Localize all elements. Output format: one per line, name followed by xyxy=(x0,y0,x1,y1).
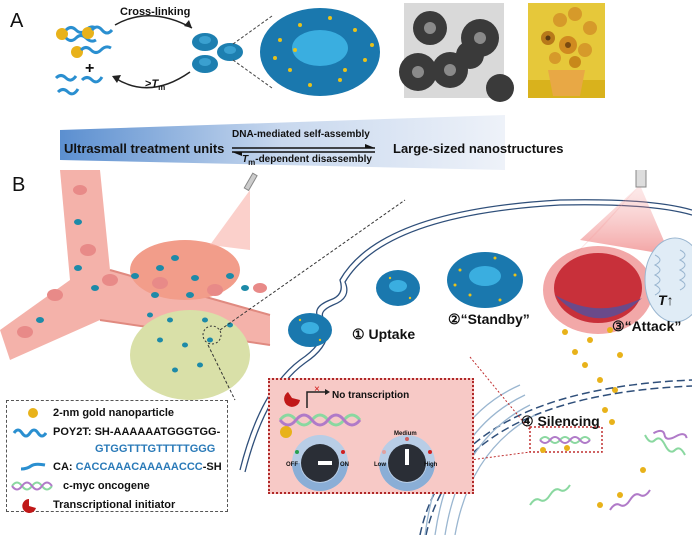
inset-graphic: × xyxy=(278,384,435,491)
svg-text:×: × xyxy=(314,384,320,395)
step-uptake: ① Uptake xyxy=(352,326,416,342)
released-gold-particles xyxy=(562,327,646,508)
sunflowers-painting-image xyxy=(528,3,605,98)
ca-strands-icon xyxy=(54,74,104,96)
legend-item-ca: CA: CACCAAACAAAAACCC-SH xyxy=(11,457,223,476)
large-nanostructure-icon xyxy=(260,8,380,96)
switch-high-label: High xyxy=(424,462,438,468)
cell-membrane xyxy=(239,199,692,473)
dna-helix-icon xyxy=(11,481,53,490)
banner-left-text: Ultrasmall treatment units xyxy=(64,141,225,156)
panel-a-label: A xyxy=(10,10,24,32)
switch-on-label: ON xyxy=(340,462,349,468)
switch-off-label: OFF xyxy=(286,462,298,468)
initiator-icon xyxy=(22,498,36,513)
cross-linking-label: Cross-linking xyxy=(120,6,191,18)
step-attack: ③“Attack” xyxy=(612,318,682,334)
legend-item-gold: 2-nm gold nanoparticle xyxy=(11,403,223,422)
no-transcription-label: No transcription xyxy=(332,390,410,401)
tm-reverse-label: >Tm xyxy=(145,78,166,93)
small-nanostructures-icon xyxy=(192,33,243,73)
step-standby: ②“Standby” xyxy=(448,311,530,327)
panel-b-scheme xyxy=(0,170,692,535)
plus-sign: + xyxy=(85,60,95,77)
switch-low-label: Low xyxy=(374,462,386,468)
legend-box: 2-nm gold nanoparticle POY2T: SH-AAAAAAT… xyxy=(6,400,228,514)
gold-nanoparticle-icon xyxy=(28,407,38,418)
step-silencing: ④ Silencing xyxy=(521,413,600,429)
banner-right-text: Large-sized nanostructures xyxy=(393,141,564,156)
switch-medium-label: Medium xyxy=(394,431,417,437)
banner-background xyxy=(60,115,505,170)
legend-item-poy2t-cont: GTGGTTTGTTTTTGGG xyxy=(95,443,216,455)
tem-micrograph-image xyxy=(399,3,514,102)
ca-strand-icon xyxy=(20,462,46,470)
transcription-inset: × No transcription OFF ON Medium Low Hig… xyxy=(268,378,474,494)
legend-item-poy2t: POY2T: SH-AAAAAATGGGTGG- xyxy=(11,422,223,441)
blood-vessel-illustration xyxy=(0,170,271,400)
gold-dna-conjugates-icon xyxy=(56,25,114,58)
uptake-nanostructures xyxy=(288,252,523,347)
legend-item-cmyc: c-myc oncogene xyxy=(11,476,223,495)
attack-nanostructure xyxy=(543,246,653,334)
legend-item-initiator: Transcriptional initiator xyxy=(11,495,223,514)
poy2t-strand-icon xyxy=(12,428,47,437)
temperature-rise-label: T↑ xyxy=(658,292,674,308)
banner-forward-text: DNA-mediated self-assembly xyxy=(232,129,370,140)
cmyc-helices xyxy=(529,429,688,511)
panel-b-label: B xyxy=(12,174,26,196)
panel-a-scheme xyxy=(54,3,605,102)
banner-backward-text: Tm-dependent disassembly xyxy=(242,154,372,167)
mitochondrion xyxy=(644,237,692,323)
